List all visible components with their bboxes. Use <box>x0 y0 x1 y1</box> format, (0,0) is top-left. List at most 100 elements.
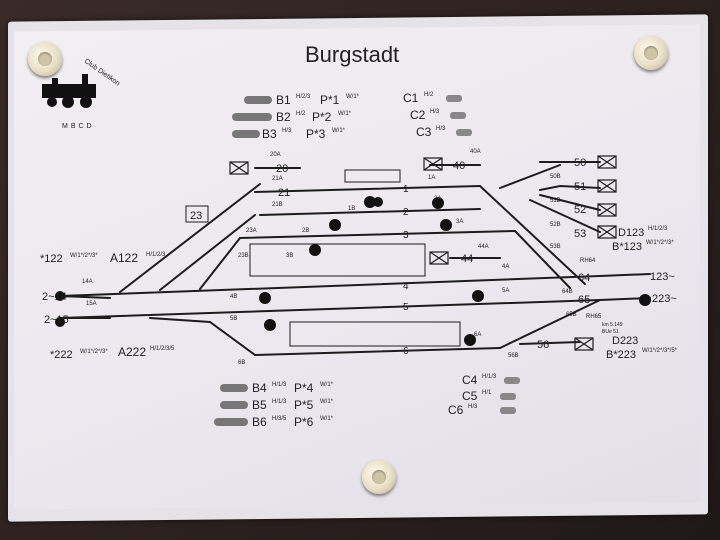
svg-text:50: 50 <box>574 157 586 169</box>
svg-text:64B: 64B <box>562 289 573 295</box>
track-line-5 <box>59 299 601 319</box>
svg-text:C4: C4 <box>462 373 478 387</box>
svg-text:B*223: B*223 <box>606 349 636 361</box>
right-entry-labels: D123 H/1/2/3 B*123 W/1*/2*/3* 123~ 223~ … <box>580 226 678 361</box>
svg-text:C1: C1 <box>403 91 419 105</box>
svg-text:A122: A122 <box>110 251 138 265</box>
box-23 <box>185 205 209 223</box>
signal-legend-top-right: C1 H/2 C2 H/3 C3 H/3 <box>403 91 446 139</box>
svg-text:53: 53 <box>574 228 586 240</box>
svg-text:20: 20 <box>276 163 288 175</box>
svg-text:1: 1 <box>403 184 409 195</box>
signal-legend-top-left: B1 H/2/3 P*1 W/1* B2 H/2 P*2 W/1* B3 H/3… <box>262 93 360 141</box>
track-signal-sublabels: 1A 1B 2A 2B 3A 3B 4A 4B 5A 5B 6A 6B 14A … <box>82 175 577 366</box>
svg-text:W/1*: W/1* <box>320 382 334 388</box>
svg-text:123~: 123~ <box>650 271 675 283</box>
svg-text:6: 6 <box>403 346 409 357</box>
signal-legend-bottom-left: B4 H/1/3 P*4 W/1* B5 H/1/3 P*5 W/1* B6 H… <box>252 381 334 429</box>
svg-text:H/1/3: H/1/3 <box>272 399 287 405</box>
signal-legend-bottom-right: C4 H/1/3 C5 H/1 C6 H/3 <box>448 373 497 417</box>
svg-text:53B: 53B <box>550 244 561 250</box>
svg-text:H/1: H/1 <box>482 390 492 396</box>
svg-text:44A: 44A <box>478 244 489 250</box>
svg-text:14A: 14A <box>82 279 93 285</box>
svg-text:*122: *122 <box>40 253 63 265</box>
platform-3 <box>249 243 426 277</box>
svg-text:W/1*: W/1* <box>320 416 334 422</box>
svg-text:RH65: RH65 <box>586 314 602 320</box>
logo-club-text: Club Dietikon <box>83 58 121 88</box>
svg-text:km 5.149: km 5.149 <box>602 322 623 328</box>
svg-text:15A: 15A <box>86 301 97 307</box>
svg-text:23B: 23B <box>238 253 249 259</box>
pin-bottom-center <box>362 460 396 494</box>
track-line-3 <box>239 230 516 239</box>
svg-text:2B: 2B <box>302 228 309 234</box>
mbcd-locomotive-logo <box>42 74 96 108</box>
svg-text:B5: B5 <box>252 398 267 412</box>
svg-text:H/1/3: H/1/3 <box>482 374 497 380</box>
svg-text:B3: B3 <box>262 127 277 141</box>
svg-text:1B: 1B <box>348 206 355 212</box>
svg-text:51: 51 <box>574 181 586 193</box>
svg-text:2~15: 2~15 <box>44 314 69 326</box>
buffer-stop-40 <box>423 157 443 171</box>
svg-text:B6: B6 <box>252 415 267 429</box>
svg-text:H/2: H/2 <box>296 111 306 117</box>
svg-text:C2: C2 <box>410 108 426 122</box>
svg-text:52: 52 <box>574 204 586 216</box>
svg-text:50B: 50B <box>550 174 561 180</box>
svg-text:1A: 1A <box>428 175 435 181</box>
svg-text:21: 21 <box>278 187 290 199</box>
svg-text:W/1*: W/1* <box>346 94 360 100</box>
svg-text:B*123: B*123 <box>612 241 642 253</box>
svg-text:6B: 6B <box>238 360 245 366</box>
svg-text:P*5: P*5 <box>294 398 314 412</box>
svg-text:B4: B4 <box>252 381 267 395</box>
svg-text:W/1*: W/1* <box>320 399 334 405</box>
svg-text:H/3/5: H/3/5 <box>272 416 287 422</box>
track-line-6 <box>254 347 501 356</box>
svg-text:6A: 6A <box>474 332 481 338</box>
track-line-2 <box>259 208 481 216</box>
svg-text:56B: 56B <box>508 353 519 359</box>
platform-5 <box>289 321 461 347</box>
buffer-stop-56 <box>574 337 594 351</box>
svg-text:5: 5 <box>403 302 409 313</box>
svg-text:44: 44 <box>461 253 473 265</box>
siding-number-labels: 20 21 40 44 50 51 52 53 56 64 65 <box>276 157 590 351</box>
track-line-4 <box>59 275 601 297</box>
svg-text:C5: C5 <box>462 389 478 403</box>
svg-text:P*1: P*1 <box>320 93 340 107</box>
svg-text:64: 64 <box>578 272 590 284</box>
svg-text:W/1*/2*/3*: W/1*/2*/3* <box>80 349 108 355</box>
platform-1 <box>344 169 401 183</box>
svg-text:W/1*: W/1* <box>332 128 346 134</box>
logo-initials: MBCD <box>62 123 95 130</box>
svg-text:223~: 223~ <box>652 293 677 305</box>
svg-text:C6: C6 <box>448 403 464 417</box>
svg-text:52B: 52B <box>550 222 561 228</box>
svg-text:A222: A222 <box>118 345 146 359</box>
svg-text:H/3: H/3 <box>282 128 292 134</box>
svg-text:2: 2 <box>403 207 409 218</box>
svg-text:H/1/2/3/5: H/1/2/3/5 <box>150 346 175 352</box>
svg-text:P*3: P*3 <box>306 127 326 141</box>
svg-text:56: 56 <box>537 339 549 351</box>
svg-text:H/1/2/3: H/1/2/3 <box>146 252 166 258</box>
svg-text:3A: 3A <box>456 219 463 225</box>
svg-text:P*4: P*4 <box>294 381 314 395</box>
buffer-stop-53 <box>597 225 617 239</box>
svg-text:H/2/3: H/2/3 <box>296 94 311 100</box>
svg-text:65B: 65B <box>566 312 577 318</box>
svg-text:BUe 51: BUe 51 <box>602 329 619 335</box>
svg-text:2~14: 2~14 <box>42 291 67 303</box>
svg-text:21A: 21A <box>272 176 283 182</box>
pin-top-right <box>634 36 668 70</box>
svg-text:W/1*/2*/3*: W/1*/2*/3* <box>70 253 98 259</box>
svg-text:51B: 51B <box>550 198 561 204</box>
svg-text:21B: 21B <box>272 202 283 208</box>
svg-text:W/1*: W/1* <box>338 111 352 117</box>
svg-text:B1: B1 <box>276 93 291 107</box>
